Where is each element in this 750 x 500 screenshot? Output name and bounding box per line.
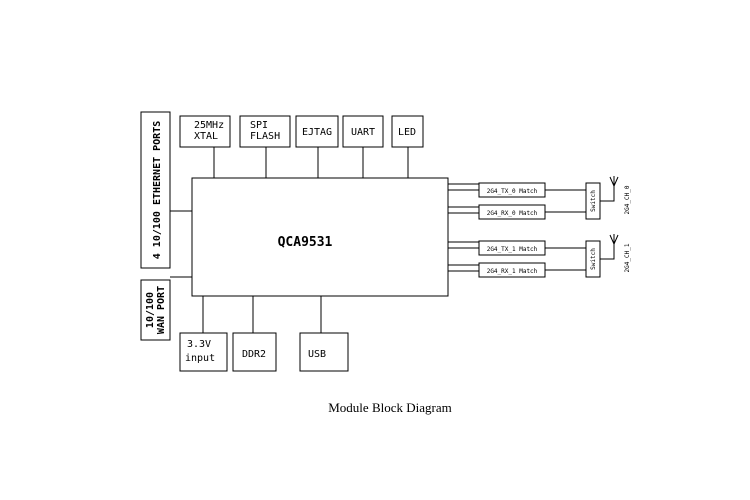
xtal-label-line1: 25MHz <box>194 120 224 131</box>
ethernet-ports-box <box>140 111 171 269</box>
ejtag-block: EJTAG <box>295 115 339 148</box>
led-block: LED <box>391 115 424 148</box>
usb-block: USB <box>299 332 349 372</box>
rf-chain-1: 2G4_TX_1 Match 2G4_RX_1 Match Switch 2G4… <box>448 234 631 278</box>
spi-flash-box <box>239 115 291 148</box>
wan-port-label-line1: 10/100 <box>145 292 156 328</box>
rf1-switch-label: Switch <box>590 248 597 270</box>
xtal-label-line2: XTAL <box>194 131 218 142</box>
power-input-box <box>179 332 228 372</box>
wan-port-label-line2: WAN PORT <box>156 286 167 334</box>
chip-label: QCA9531 <box>278 235 333 250</box>
chip-box <box>191 177 449 297</box>
rf-chain-0: 2G4_TX_0 Match 2G4_RX_0 Match Switch 2G4… <box>448 176 631 220</box>
rf0-antenna-label: 2G4_CH_0 <box>624 185 631 214</box>
uart-box <box>342 115 384 148</box>
ethernet-ports-label: 4 10/100 ETHERNET PORTS <box>152 121 163 259</box>
antenna-icon <box>609 234 619 245</box>
wan-port-block: 10/100 WAN PORT <box>140 279 171 341</box>
rf0-antenna-feed <box>600 186 615 202</box>
spi-flash-label-line2: FLASH <box>250 131 280 142</box>
ejtag-box <box>295 115 339 148</box>
spi-flash-label-line1: SPI <box>250 120 268 131</box>
diagram-caption: Module Block Diagram <box>328 400 451 415</box>
wan-port-box <box>140 279 171 341</box>
rf1-antenna-label: 2G4_CH_1 <box>624 243 631 272</box>
uart-label: UART <box>351 127 375 138</box>
ejtag-label: EJTAG <box>302 127 332 138</box>
xtal-box <box>179 115 231 148</box>
rf1-tx-match-label: 2G4_TX_1 Match <box>487 246 538 253</box>
antenna-icon <box>609 176 619 187</box>
rf0-switch-label: Switch <box>590 190 597 212</box>
ddr2-box <box>232 332 277 372</box>
ddr2-block: DDR2 <box>232 332 277 372</box>
power-input-block: 3.3V input <box>179 332 228 372</box>
xtal-block: 25MHz XTAL <box>179 115 231 148</box>
power-input-label-line2: input <box>185 353 215 364</box>
led-label: LED <box>398 127 416 138</box>
power-input-label-line1: 3.3V <box>187 339 211 350</box>
ddr2-label: DDR2 <box>242 349 266 360</box>
usb-label: USB <box>308 349 326 360</box>
rf1-rx-match-label: 2G4_RX_1 Match <box>487 268 538 275</box>
spi-flash-block: SPI FLASH <box>239 115 291 148</box>
rf0-rx-match-label: 2G4_RX_0 Match <box>487 210 538 217</box>
rf0-tx-match-label: 2G4_TX_0 Match <box>487 188 538 195</box>
rf1-antenna-feed <box>600 244 615 260</box>
usb-box <box>299 332 349 372</box>
ethernet-ports-block: 4 10/100 ETHERNET PORTS <box>140 111 171 269</box>
chip-block: QCA9531 <box>191 177 449 297</box>
uart-block: UART <box>342 115 384 148</box>
